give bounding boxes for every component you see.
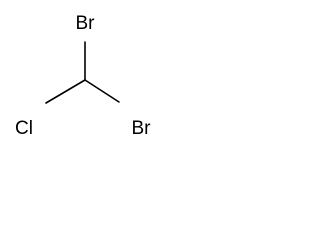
structural-formula: Br Cl Br: [15, 13, 152, 139]
atom-br-right: Br: [132, 118, 152, 139]
atom-br-top: Br: [76, 13, 96, 34]
atom-cl: Cl: [15, 118, 33, 139]
bond-c-cl: [45, 79, 86, 104]
bond-c-br-right: [84, 79, 120, 103]
